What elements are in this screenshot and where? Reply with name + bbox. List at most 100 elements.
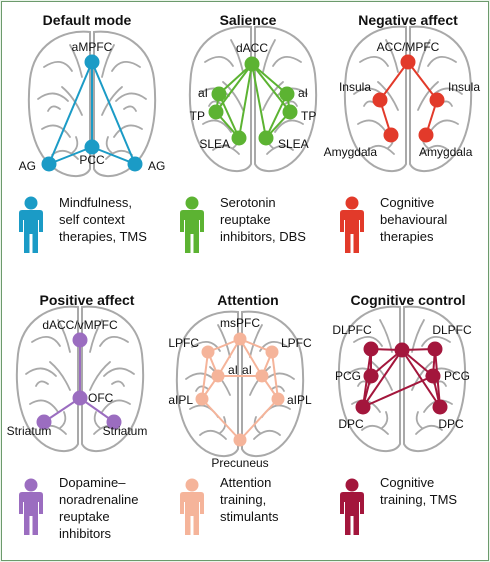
brain-icon [337,305,467,452]
node-label: TP [301,109,316,123]
network-edge [265,93,288,139]
person-figure-icon [19,478,43,535]
network-node [355,399,371,415]
node-label: Insula [448,80,480,94]
node-label: aIPL [168,393,193,407]
person-figure-icon [180,478,204,535]
node-label: msPFC [220,316,260,330]
network-node [127,156,143,172]
therapy-text: Cognitive training, TMS [380,475,458,507]
node-label: SLEA [278,137,309,151]
network-node [231,130,247,146]
network-node [72,390,88,406]
network-node [363,368,379,384]
network-node [418,127,434,143]
person-icon [176,196,208,259]
network-edge [218,93,240,139]
network-edge [238,63,253,139]
network-node [258,130,274,146]
network-node [84,54,100,70]
panel-title: Default mode [42,12,132,28]
node-label: TP [190,109,205,123]
node-label: Amygdala [324,145,378,159]
node-label: LPFC [168,336,199,350]
person-figure-icon [19,196,43,253]
node-label: DPC [438,417,464,431]
network-edge [201,351,209,400]
node-label: aI [228,363,238,377]
network-node [432,399,448,415]
network-edge [217,338,241,377]
network-node [244,56,260,72]
network-node [255,369,269,383]
network-node [36,414,52,430]
node-label: dACC [236,41,268,55]
network-node [383,127,399,143]
node-label: ACC/MPFC [377,40,440,54]
person-figure-icon [340,196,364,253]
network-node [233,332,247,346]
person-figure-icon [180,196,204,253]
network-edge [201,398,241,441]
person-icon [15,196,47,259]
network-edge [407,61,438,101]
person-figure-icon [340,478,364,535]
panel-title: Attention [217,292,279,308]
brain-icon [27,30,157,177]
network-node [233,433,247,447]
node-label: Amygdala [419,145,473,159]
person-icon [176,478,208,541]
brain-icon [188,25,318,172]
node-label: dACC/vMPFC [42,318,118,332]
node-label: aI [242,363,252,377]
network-edge [401,349,441,408]
node-label: Precuneus [211,456,268,470]
therapy-text: Dopamine– noradrenaline reuptake inhibit… [59,475,139,541]
network-edge [215,63,253,113]
network-node [279,86,295,102]
node-label: Insula [339,80,371,94]
node-label: aI [298,86,308,100]
node-label: PCC [79,153,105,167]
network-node [363,341,379,357]
network-edge [91,61,136,165]
person-icon [336,478,368,541]
network-node [394,342,410,358]
brain-icon [15,305,145,452]
node-label: DLPFC [432,323,472,337]
network-edges [379,61,438,136]
network-node [106,414,122,430]
panel-title: Positive affect [39,292,135,308]
panel-title: Cognitive control [350,292,466,308]
network-edge [251,63,267,139]
network-edge [48,61,93,165]
network-node [427,341,443,357]
therapy-text: Serotonin reuptake inhibitors, DBS [220,195,306,244]
network-node [201,345,215,359]
network-edge [251,63,291,113]
network-edge [271,351,279,400]
network-node [429,92,445,108]
network-node [72,332,88,348]
network-edges [215,63,291,139]
network-node [372,92,388,108]
brain-icon [175,310,305,457]
person-icon [15,478,47,541]
network-node [425,368,441,384]
network-edge [362,349,403,408]
network-edge [251,63,288,95]
network-node [208,104,224,120]
therapy-text: Attention training, stimulants [220,475,279,524]
network-edge [48,146,93,165]
network-node [211,369,225,383]
network-node [211,86,227,102]
